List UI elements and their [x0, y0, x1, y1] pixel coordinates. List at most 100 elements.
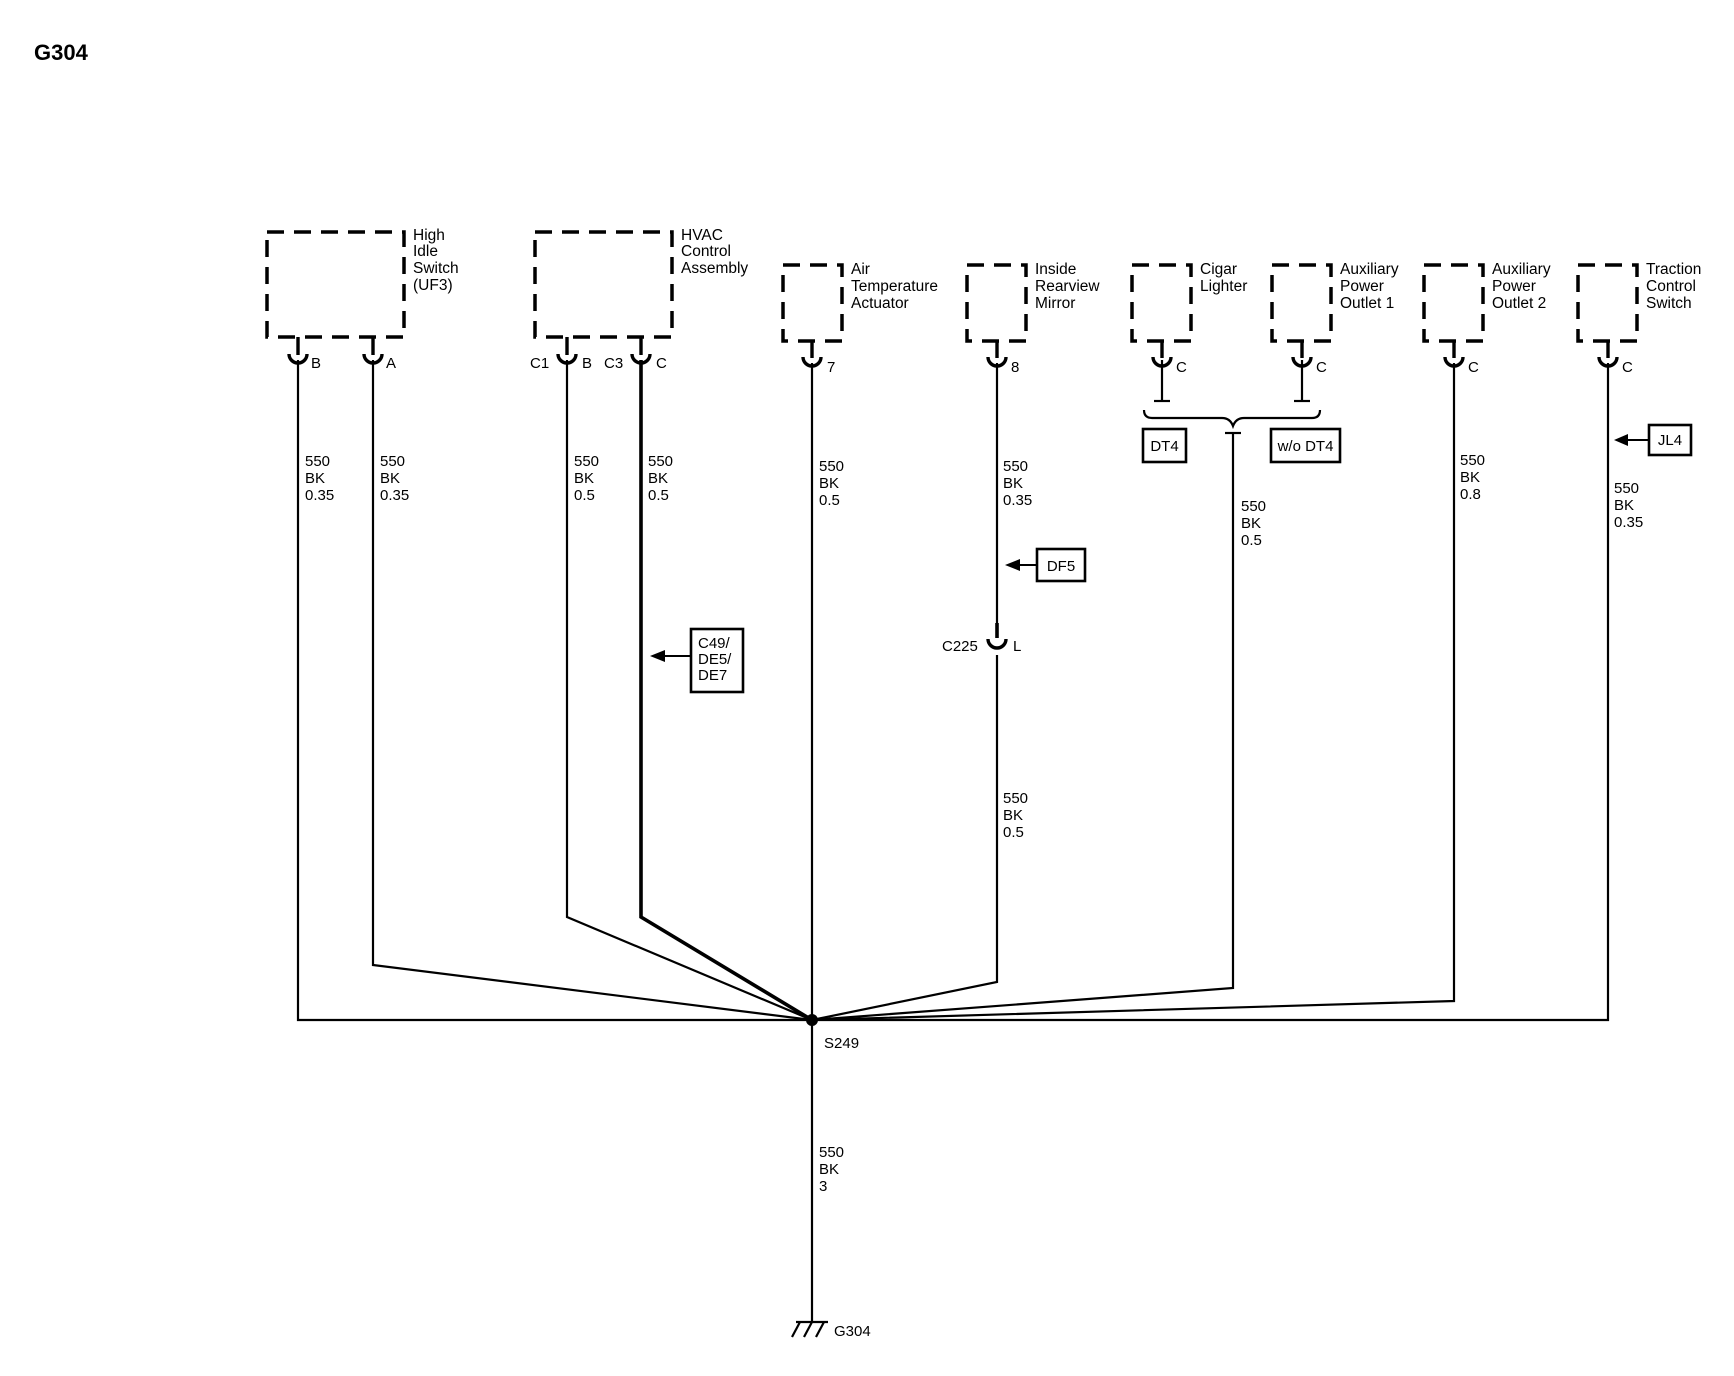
- svg-text:0.5: 0.5: [574, 487, 595, 504]
- option-c49-line: C49/: [698, 635, 731, 652]
- wire-label-aux2: 550 BK 0.8: [1460, 452, 1485, 503]
- svg-text:0.35: 0.35: [380, 487, 409, 504]
- wire-label-ground: 550 BK 3: [819, 1144, 844, 1195]
- svg-text:BK: BK: [819, 475, 839, 492]
- wire-label-hvac-b: 550 BK 0.5: [574, 453, 599, 504]
- component-label-line: Cigar: [1200, 261, 1237, 278]
- cavity-label: 7: [827, 359, 835, 376]
- wires: [296, 360, 1610, 1322]
- wire-label-hvac-c: 550 BK 0.5: [648, 453, 673, 504]
- svg-text:BK: BK: [380, 470, 400, 487]
- option-c49-line: DE7: [698, 667, 727, 684]
- cavity-label: B: [582, 355, 592, 372]
- splice-label: S249: [824, 1035, 859, 1052]
- cavity-label: C: [1468, 359, 1479, 376]
- component-air-temperature-actuator: Air Temperature Actuator: [781, 261, 938, 343]
- svg-text:BK: BK: [1614, 497, 1634, 514]
- svg-text:BK: BK: [574, 470, 594, 487]
- svg-text:BK: BK: [648, 470, 668, 487]
- cavity-label: C: [1622, 359, 1633, 376]
- cavity-label: B: [311, 355, 321, 372]
- component-label-line: Auxiliary: [1492, 261, 1551, 278]
- splice-dot: [806, 1014, 818, 1026]
- svg-text:550: 550: [819, 1144, 844, 1161]
- cavity-label: C1: [530, 355, 549, 372]
- svg-text:550: 550: [1003, 790, 1028, 807]
- wire-label-traction: 550 BK 0.35: [1614, 480, 1643, 531]
- component-label-line: Power: [1340, 278, 1384, 295]
- svg-text:0.5: 0.5: [648, 487, 669, 504]
- wire-label-cigar-aux1: 550 BK 0.5: [1241, 498, 1266, 549]
- svg-text:0.5: 0.5: [819, 492, 840, 509]
- component-label-line: Power: [1492, 278, 1536, 295]
- component-label-line: Lighter: [1200, 278, 1247, 295]
- cavity-label: C: [1176, 359, 1187, 376]
- svg-text:0.8: 0.8: [1460, 486, 1481, 503]
- svg-text:550: 550: [648, 453, 673, 470]
- cavity-label: C: [1316, 359, 1327, 376]
- svg-text:550: 550: [1241, 498, 1266, 515]
- page-title: G304: [34, 40, 89, 65]
- component-auxiliary-power-outlet-1: Auxiliary Power Outlet 1: [1270, 261, 1399, 343]
- svg-text:3: 3: [819, 1178, 827, 1195]
- svg-text:0.35: 0.35: [1614, 514, 1643, 531]
- inline-connector-c225: [986, 638, 1008, 650]
- svg-text:BK: BK: [305, 470, 325, 487]
- svg-text:0.5: 0.5: [1003, 824, 1024, 841]
- svg-text:0.35: 0.35: [305, 487, 334, 504]
- svg-text:550: 550: [574, 453, 599, 470]
- component-label-line: High: [413, 227, 445, 244]
- wire-label-air-temp: 550 BK 0.5: [819, 458, 844, 509]
- component-traction-control-switch: Traction Control Switch: [1576, 261, 1701, 343]
- component-hvac-control-assembly: HVAC Control Assembly: [533, 227, 748, 339]
- option-df5-label: DF5: [1047, 558, 1075, 575]
- component-label-line: Idle: [413, 243, 438, 260]
- component-label-line: HVAC: [681, 227, 723, 244]
- ground-symbol: [791, 1320, 828, 1338]
- component-auxiliary-power-outlet-2: Auxiliary Power Outlet 2: [1422, 261, 1551, 343]
- svg-text:550: 550: [305, 453, 330, 470]
- svg-text:0.35: 0.35: [1003, 492, 1032, 509]
- cavity-label: 8: [1011, 359, 1019, 376]
- wire-label-high-idle-b: 550 BK 0.35: [305, 453, 334, 504]
- component-inside-rearview-mirror: Inside Rearview Mirror: [965, 261, 1100, 343]
- option-wo-dt4-label: w/o DT4: [1277, 438, 1334, 455]
- component-label-line: Switch: [1646, 295, 1692, 312]
- svg-text:0.5: 0.5: [1241, 532, 1262, 549]
- wire-label-mirror-lower: 550 BK 0.5: [1003, 790, 1028, 841]
- wire-label-high-idle-a: 550 BK 0.35: [380, 453, 409, 504]
- cavity-label: C3: [604, 355, 623, 372]
- component-label-line: Auxiliary: [1340, 261, 1399, 278]
- component-label-line: Assembly: [681, 260, 748, 277]
- cavity-label: A: [386, 355, 396, 372]
- component-label-line: Switch: [413, 260, 459, 277]
- svg-text:550: 550: [1460, 452, 1485, 469]
- option-df5-box: DF5: [1005, 547, 1087, 583]
- option-wo-dt4-box: w/o DT4: [1269, 427, 1342, 464]
- component-high-idle-switch: High Idle Switch (UF3): [265, 227, 459, 339]
- component-label-line: Inside: [1035, 261, 1076, 278]
- option-jl4-box: JL4: [1614, 423, 1693, 457]
- option-dt4-label: DT4: [1150, 438, 1178, 455]
- option-c49-box: C49/ DE5/ DE7: [650, 627, 745, 694]
- component-label-line: Outlet 1: [1340, 295, 1394, 312]
- component-label-line: Outlet 2: [1492, 295, 1546, 312]
- svg-text:BK: BK: [819, 1161, 839, 1178]
- ground-label: G304: [834, 1323, 871, 1340]
- cavity-label: C: [656, 355, 667, 372]
- component-label-line: Actuator: [851, 295, 909, 312]
- inline-connector-cavity: L: [1013, 638, 1021, 655]
- connector-terminals: [287, 337, 1619, 368]
- option-dt4-box: DT4: [1141, 427, 1188, 464]
- option-brace: [1142, 360, 1322, 435]
- wire-label-mirror-upper: 550 BK 0.35: [1003, 458, 1032, 509]
- component-label-line: Mirror: [1035, 295, 1075, 312]
- component-label-line: Rearview: [1035, 278, 1100, 295]
- component-label-line: Control: [681, 243, 731, 260]
- svg-text:BK: BK: [1003, 807, 1023, 824]
- component-label-line: Air: [851, 261, 870, 278]
- svg-text:550: 550: [819, 458, 844, 475]
- inline-connector-label: C225: [942, 638, 978, 655]
- svg-text:BK: BK: [1460, 469, 1480, 486]
